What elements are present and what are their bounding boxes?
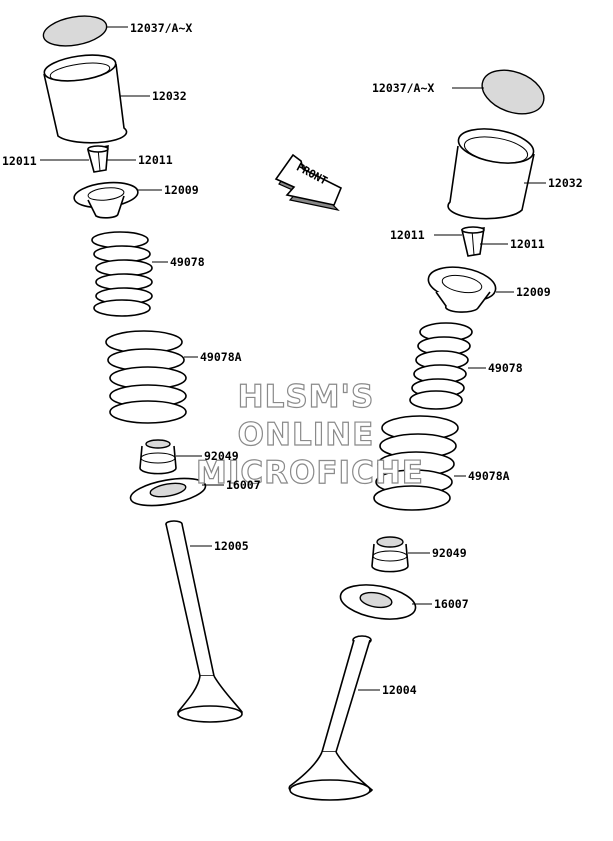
callout-left-outer-spring: 49078A — [200, 350, 242, 364]
watermark-line-2: ONLINE — [237, 417, 375, 453]
callout-right-inner-spring: 49078 — [488, 361, 523, 375]
watermark-line-3: MICROFICHE — [195, 455, 424, 491]
left-shim — [42, 15, 108, 47]
callout-left-keeper-right: 12011 — [138, 153, 173, 167]
callout-right-shim: 12037/A~X — [372, 81, 435, 95]
callout-right-stem-seal: 92049 — [432, 546, 467, 560]
left-stem-seal — [139, 439, 177, 475]
callout-left-keeper-left: 12011 — [2, 154, 37, 168]
callout-left-tappet: 12032 — [152, 89, 187, 103]
callout-left-spring-seat: 16007 — [226, 478, 261, 492]
left-inner-spring — [91, 231, 153, 317]
right-outer-spring — [373, 415, 459, 511]
callout-right-keeper-left: 12011 — [390, 228, 425, 242]
callout-left-shim: 12037/A~X — [130, 21, 193, 35]
right-keepers — [461, 226, 485, 257]
right-retainer — [427, 266, 497, 313]
callout-right-spring-seat: 16007 — [434, 597, 469, 611]
right-valve — [288, 635, 374, 801]
left-retainer — [73, 181, 139, 219]
right-inner-spring — [409, 322, 473, 410]
callout-right-valve: 12004 — [382, 683, 417, 697]
callout-left-valve: 12005 — [214, 539, 249, 553]
callout-right-outer-spring: 49078A — [468, 469, 510, 483]
right-shim — [481, 69, 545, 115]
watermark-line-1: HLSM'S — [237, 379, 375, 415]
left-outer-spring — [105, 330, 187, 424]
right-stem-seal — [371, 536, 409, 573]
callout-right-tappet: 12032 — [548, 176, 583, 190]
callout-left-inner-spring: 49078 — [170, 255, 205, 269]
front-arrow-icon: FRONT — [274, 153, 343, 211]
right-spring-seat — [339, 584, 417, 620]
left-valve — [165, 520, 243, 723]
left-tappet — [43, 54, 128, 144]
callout-left-retainer: 12009 — [164, 183, 199, 197]
callout-right-keeper-right: 12011 — [510, 237, 545, 251]
callout-left-stem-seal: 92049 — [204, 449, 239, 463]
callout-right-retainer: 12009 — [516, 285, 551, 299]
right-tappet — [447, 128, 535, 220]
left-keepers — [87, 145, 109, 173]
